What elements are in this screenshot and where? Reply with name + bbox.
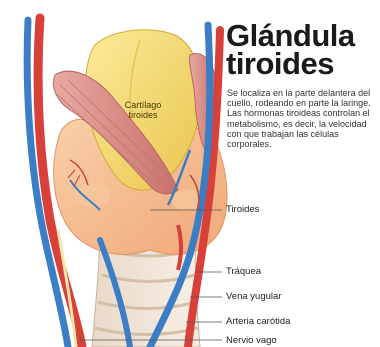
label-tiroides: Tiroides (226, 204, 259, 215)
label-traquea: Tráquea (226, 266, 261, 277)
label-vena-yugular: Vena yugular (226, 291, 281, 302)
page-title: Glándula tiroides (226, 22, 376, 78)
label-nervio-vago: Nervio vago (226, 335, 277, 346)
inner-label-line-1: Cartílago (125, 100, 162, 110)
title-line-2: tiroides (226, 46, 334, 81)
description-text: Se localiza en la parte delantera del cu… (227, 88, 377, 149)
label-arteria-carotida: Arteria carótida (226, 316, 290, 327)
label-cartilago-tiroides: Cartílago tiroides (108, 100, 178, 120)
inner-label-line-2: tiroides (128, 110, 157, 120)
